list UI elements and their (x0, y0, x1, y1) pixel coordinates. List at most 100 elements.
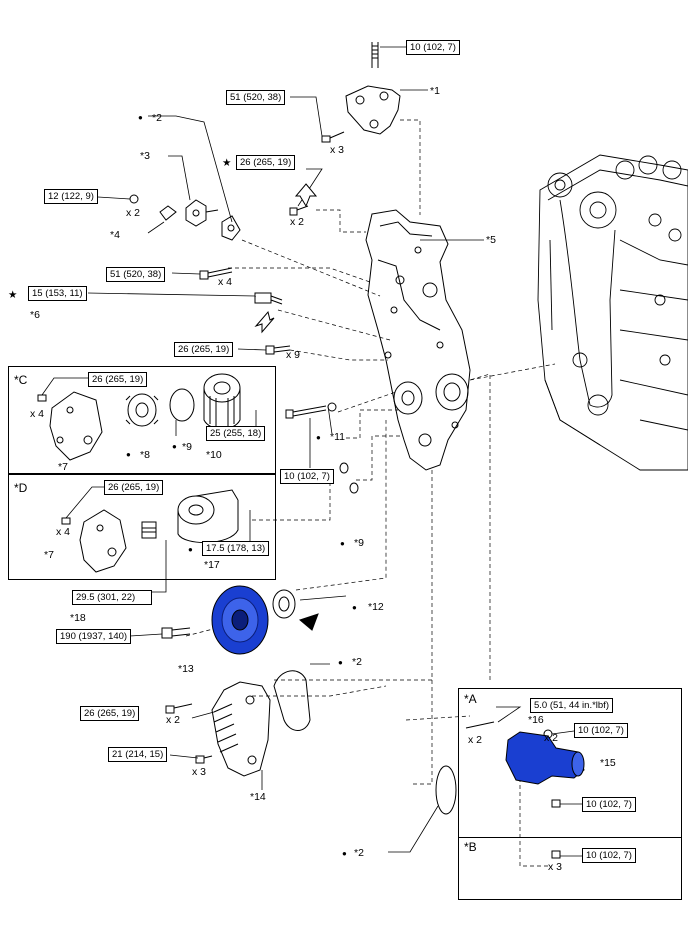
dot-symbol: ● (342, 849, 347, 858)
o-ring-9a (339, 462, 349, 474)
torque-190: 190 (1937, 140) (56, 629, 132, 644)
qty-star: x 2 (290, 216, 305, 228)
callout-2b: *2 (352, 656, 362, 668)
dot-symbol: ● (352, 603, 357, 612)
callout-7d: *7 (44, 549, 54, 561)
engine-mount-bracket (345, 42, 401, 135)
qty-c: x 4 (30, 408, 45, 420)
qty-mount: x 3 (330, 144, 345, 156)
torque-mount-bolt: 51 (520, 38) (226, 90, 286, 105)
timing-chain-cover (365, 209, 471, 471)
dot-symbol: ● (316, 433, 321, 442)
torque-51b: 51 (520, 38) (106, 267, 166, 282)
oil-pump-cover-c (49, 391, 103, 461)
clip-4 (159, 205, 177, 221)
dot-symbol: ● (126, 450, 131, 459)
torque-12: 12 (122, 9) (44, 189, 98, 204)
dot-symbol: ● (188, 545, 193, 554)
water-inlet-15 (505, 731, 585, 785)
callout-1: *1 (430, 85, 440, 97)
section-b-label: *B (464, 840, 477, 854)
callout-4: *4 (110, 229, 120, 241)
star-symbol: ★ (8, 289, 18, 301)
leader-lines (41, 46, 582, 857)
callout-2a: *2 (152, 112, 162, 124)
ocv-6 (254, 292, 283, 305)
qty-12: x 2 (126, 207, 141, 219)
torque-29: 29.5 (301, 22) (72, 590, 152, 605)
section-c-box (8, 366, 276, 474)
water-pump-14 (211, 681, 271, 777)
torque-a-50: 5.0 (51, 44 in.*lbf) (530, 698, 613, 713)
bolt-10-mid (285, 405, 327, 419)
qty-wp-x3: x 3 (192, 766, 207, 778)
section-divider (458, 837, 682, 838)
callout-9c: *9 (182, 441, 192, 453)
stud-16 (465, 721, 495, 729)
o-ring-9c (169, 388, 195, 422)
gear-8 (125, 393, 159, 427)
oil-pump-cover-d (79, 509, 127, 573)
qty-d: x 4 (56, 526, 71, 538)
callout-9m: *9 (354, 537, 364, 549)
torque-c-25: 25 (255, 18) (206, 426, 266, 441)
torque-mount-stud: 10 (102, 7) (406, 40, 460, 55)
qty-b-x3: x 3 (548, 861, 563, 873)
o-ring-2-lower (435, 765, 457, 815)
torque-wp-21: 21 (214, 15) (108, 747, 168, 762)
dot-symbol: ● (172, 442, 177, 451)
callout-6: *6 (30, 309, 40, 321)
torque-c-26: 26 (265, 19) (88, 372, 148, 387)
dot-symbol: ● (338, 658, 343, 667)
install-arrow (298, 613, 319, 631)
mount-bolt (321, 131, 345, 143)
bolt-a2 (551, 799, 561, 808)
star-bolt (289, 205, 309, 216)
oil-seal-12 (272, 589, 296, 619)
section-a-box (458, 688, 682, 900)
torque-ocv: 15 (153, 11) (28, 286, 87, 301)
arrow-star-bolt (294, 183, 318, 208)
bolt-51 (199, 267, 233, 280)
dot-symbol: ● (340, 539, 345, 548)
section-a-label: *A (464, 692, 477, 706)
crankshaft-pulley-13 (211, 585, 269, 655)
callout-16: *16 (528, 714, 544, 726)
union-18 (141, 521, 157, 539)
callout-11: *11 (330, 431, 345, 443)
sensor-3 (185, 199, 219, 227)
wp-bolts (165, 703, 213, 764)
engine-block (537, 154, 688, 471)
callout-13: *13 (178, 663, 194, 675)
dot-symbol: ● (138, 113, 143, 122)
torque-a-10b: 10 (102, 7) (582, 797, 636, 812)
arrow-ocv (254, 310, 275, 334)
torque-10-mid: 10 (102, 7) (280, 469, 334, 484)
callout-17: *17 (204, 559, 220, 571)
qty-a-x2a: x 2 (468, 734, 483, 746)
torque-star-bolt: 26 (265, 19) (236, 155, 296, 170)
torque-a-10a: 10 (102, 7) (574, 723, 628, 738)
section-c-label: *C (14, 373, 28, 387)
qty-wp-x2: x 2 (166, 714, 181, 726)
bolt-b (551, 850, 561, 859)
callout-18: *18 (70, 612, 86, 624)
torque-26-x9: 26 (265, 19) (174, 342, 234, 357)
o-ring-9b (349, 482, 359, 494)
crank-bolt (161, 627, 191, 639)
callout-5: *5 (486, 234, 496, 246)
callout-2c: *2 (354, 847, 364, 859)
callout-12: *12 (368, 601, 384, 613)
star-symbol: ★ (222, 157, 232, 169)
callout-3: *3 (140, 150, 150, 162)
torque-wp-26: 26 (265, 19) (80, 706, 140, 721)
qty-a-x2b: x 2 (544, 732, 559, 744)
bolt-12 (129, 194, 139, 204)
section-d-box (8, 474, 276, 580)
torque-d-26: 26 (265, 19) (104, 480, 164, 495)
qty-x9: x 9 (286, 349, 301, 361)
callout-14: *14 (250, 791, 266, 803)
callout-8: *8 (140, 449, 150, 461)
